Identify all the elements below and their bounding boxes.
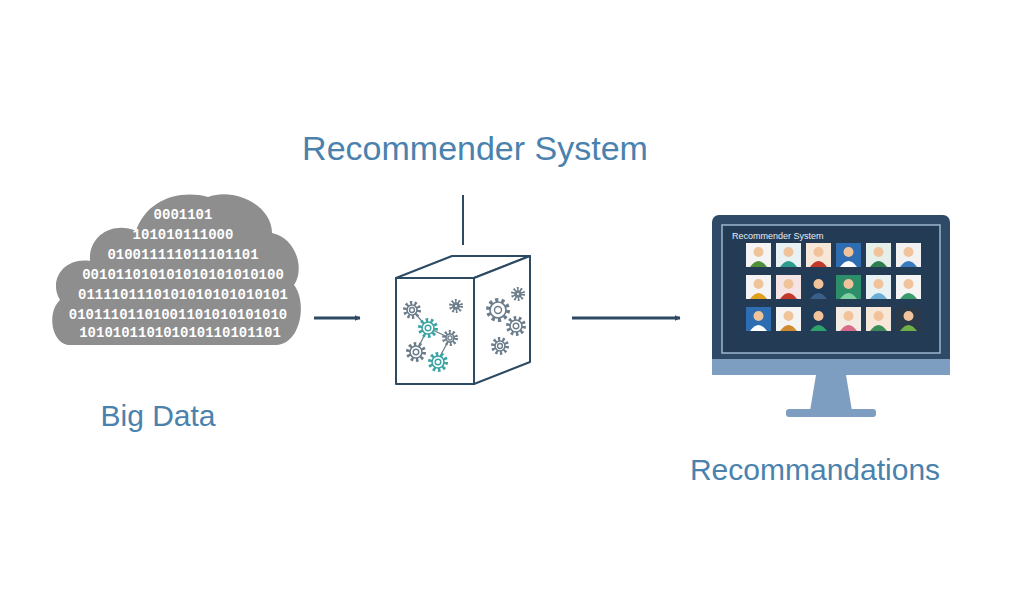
gear-icon [408,344,424,360]
recommendation-tile [896,307,921,331]
monitor-screen [722,225,940,353]
flow-arrow [314,317,360,320]
screen-title: Recommender System [732,231,824,242]
node-heading: Recommender System [302,128,648,169]
gear-icon [488,300,508,320]
binary-digits: 01011101101001101010101010 [69,306,287,324]
binary-digits: 0111101110101010101010101 [78,286,288,304]
gear-icon [420,320,436,336]
recommendation-tile [776,275,801,299]
recommendation-tile [866,307,891,331]
cloud-outline [52,194,301,345]
monitor-neck [810,375,852,411]
node-heading: Recommandations [690,452,940,488]
gear-icon [451,301,461,311]
flow-arrow [572,317,680,320]
monitor-shape [712,215,950,420]
leader-line [462,195,464,245]
recommendation-tile [806,243,831,267]
binary-digits: 101010111000 [133,226,234,244]
recommendation-tile [836,275,861,299]
recommendation-tile [836,307,861,331]
binary-digits: 101010110101010110101101 [79,324,281,342]
binary-digits: 001011010101010101010100 [82,266,284,284]
recommendation-tile [806,307,831,331]
gear-icon [513,289,523,299]
recommendation-tile [866,275,891,299]
cube-front [396,278,474,384]
recommendation-tile [776,307,801,331]
recommendation-tile [896,275,921,299]
gear-icon [444,332,456,344]
recommendation-tile [896,243,921,267]
monitor-base [786,409,876,417]
cube-shape [392,248,534,388]
data-cloud: Big Data00011011010101110000100111110111… [48,185,300,352]
monitor-display: RecommandationsRecommender System [712,215,950,420]
gear-icon [430,354,446,370]
recommendation-tile [746,243,771,267]
monitor-chin [712,359,950,375]
recommendation-tile [776,243,801,267]
cube-side [474,256,530,384]
recommendation-tile [806,275,831,299]
recommendation-tile [866,243,891,267]
monitor-bezel [712,215,950,375]
recommendation-tile [746,275,771,299]
gear-icon [405,303,419,317]
recommendation-tile [746,307,771,331]
gear-icon [493,339,507,353]
binary-digits: 010011111011101101 [107,246,258,264]
node-heading: Big Data [100,398,215,434]
gear-icon [508,318,524,334]
processing-cube: Recommender System [392,248,534,388]
recommendation-tile [836,243,861,267]
binary-digits: 0001101 [154,206,213,224]
